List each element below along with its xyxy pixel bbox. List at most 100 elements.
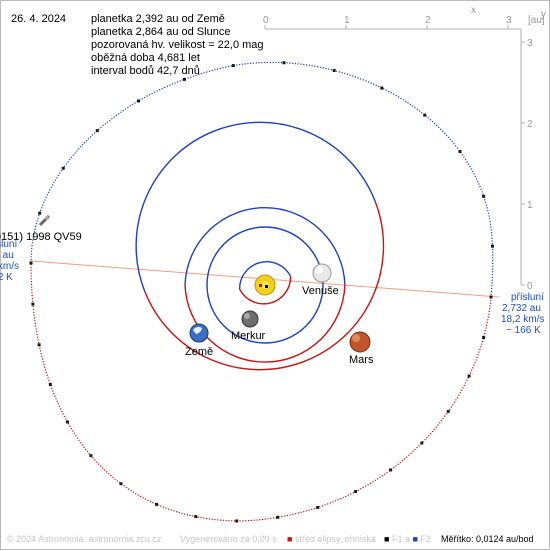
orbit-interval-point xyxy=(423,113,427,117)
orbit-interval-point xyxy=(482,194,486,198)
planet-orbits xyxy=(135,121,385,371)
y-axis-name: y xyxy=(541,9,546,20)
orbit-interval-point xyxy=(482,335,486,339)
mars-orbit-far xyxy=(143,200,385,371)
orbit-interval-point xyxy=(182,77,186,81)
earth-body xyxy=(189,323,209,343)
earth-orbit-far xyxy=(184,284,346,363)
y-tick-label: 0 xyxy=(527,281,533,292)
mercury-orbit-near xyxy=(238,261,292,290)
info-period: oběžná doba 4,681 let xyxy=(91,52,200,64)
ellipse-center-marker xyxy=(259,284,262,287)
orbit-interval-point xyxy=(446,409,450,413)
orbit-interval-point xyxy=(31,302,35,306)
info-interval: interval bodů 42,7 dnů xyxy=(91,65,200,77)
legend-center: ■ střed elipsy, ohniska xyxy=(287,534,376,544)
date-label: 26. 4. 2024 xyxy=(11,13,67,25)
y-tick-label: 2 xyxy=(527,119,533,130)
asteroid-orbit-far xyxy=(30,262,492,522)
orbit-interval-point xyxy=(354,490,358,494)
orbit-interval-point xyxy=(490,244,494,248)
orbit-interval-point xyxy=(380,86,384,90)
perihelion-distance: 2,732 au xyxy=(502,303,541,314)
mercury-icon xyxy=(241,310,259,328)
aphelion-distance: 3,5 au xyxy=(0,250,14,261)
mercury-orbit-far xyxy=(238,276,292,305)
x-tick-label: 1 xyxy=(344,15,350,26)
venus-highlight xyxy=(315,266,323,274)
earth-orbit-near xyxy=(184,207,346,285)
orbit-interval-point xyxy=(155,502,159,506)
asteroid-label: (100151) 1998 QV59 xyxy=(0,231,82,243)
scale-label: Měřítko: 0,0124 au/bod xyxy=(441,534,534,544)
unit-label: [au] xyxy=(528,15,545,26)
mercury-highlight xyxy=(244,313,250,319)
info-distance-earth: planetka 2,392 au od Země xyxy=(91,13,225,25)
venus-orbit xyxy=(206,226,324,344)
orbit-interval-point xyxy=(48,382,52,386)
copyright-link[interactable]: © 2024 Astronomia, astronomia.zcu.cz xyxy=(7,534,162,544)
asteroid-highlight xyxy=(45,216,49,220)
f1-marker-icon: ■ xyxy=(384,534,390,544)
mars-highlight xyxy=(352,334,360,342)
orbit-interval-point xyxy=(282,61,286,65)
legend-f2-text: F2 xyxy=(420,534,431,544)
focus-f1-marker xyxy=(265,285,268,288)
axes: 0 1 2 3 x [au] 3 2 1 0 y xyxy=(263,5,546,292)
mars-body xyxy=(349,331,371,353)
legend-foci: ■ F1 a ■ F2 xyxy=(384,534,431,544)
orbit-interval-point xyxy=(119,482,123,486)
generation-time: Vygenerováno za 0,09 s xyxy=(180,534,277,544)
aphelion-temperature: ~ 142 K xyxy=(0,272,13,283)
mars-orbit-near xyxy=(135,121,376,292)
orbit-interval-point xyxy=(235,519,239,523)
x-tick-label: 2 xyxy=(425,15,431,26)
mercury-label: Merkur xyxy=(231,330,266,342)
orbit-interval-point xyxy=(194,515,198,519)
perihelion-speed: 18,2 km/s xyxy=(501,314,545,325)
asteroid-body xyxy=(38,214,51,227)
orbit-interval-point xyxy=(37,343,41,347)
x-tick-label: 0 xyxy=(263,15,269,26)
orbit-interval-point xyxy=(389,468,393,472)
orbit-interval-point xyxy=(467,374,471,378)
earth-icon xyxy=(189,323,209,343)
orbit-interval-point xyxy=(38,211,42,215)
orbit-interval-point xyxy=(231,64,235,68)
mars-label: Mars xyxy=(349,354,374,366)
orbit-interval-point xyxy=(276,515,280,519)
interval-points xyxy=(29,61,494,523)
info-distance-sun: planetka 2,864 au od Slunce xyxy=(91,26,231,38)
venus-label: Venuše xyxy=(302,285,339,297)
orbit-interval-point xyxy=(65,420,69,424)
orbit-interval-point xyxy=(61,166,65,170)
perihelion-temperature: ~ 166 K xyxy=(506,325,541,336)
venus-icon xyxy=(312,263,332,283)
mercury-body xyxy=(241,310,259,328)
venus-body xyxy=(312,263,332,283)
earth-cloud xyxy=(193,326,202,334)
x-axis-name: x xyxy=(471,5,476,16)
y-tick-label: 3 xyxy=(527,38,533,49)
earth-label: Země xyxy=(185,346,214,358)
orbit-interval-point xyxy=(420,441,424,445)
orbit-interval-point xyxy=(136,99,140,103)
f2-marker-icon: ■ xyxy=(412,534,418,544)
info-magnitude: pozorovaná hv. velikost = 22,0 mag xyxy=(91,39,264,51)
orbit-interval-point xyxy=(29,261,33,265)
orbit-interval-point xyxy=(316,505,320,509)
orbit-interval-point xyxy=(458,150,462,154)
y-tick-label: 1 xyxy=(527,200,533,211)
mars-icon xyxy=(349,331,371,353)
orbit-interval-point xyxy=(489,295,493,299)
legend-f1-text: F1 a xyxy=(391,534,410,544)
orbit-interval-point xyxy=(89,454,93,458)
asteroid-orbit-near xyxy=(30,61,494,298)
orbit-interval-point xyxy=(332,68,336,72)
perihelion-title: přísluní xyxy=(511,292,544,303)
aphelion-speed: 15 km/s xyxy=(0,261,20,272)
center-marker-icon: ■ xyxy=(287,534,293,544)
x-tick-label: 3 xyxy=(506,15,512,26)
